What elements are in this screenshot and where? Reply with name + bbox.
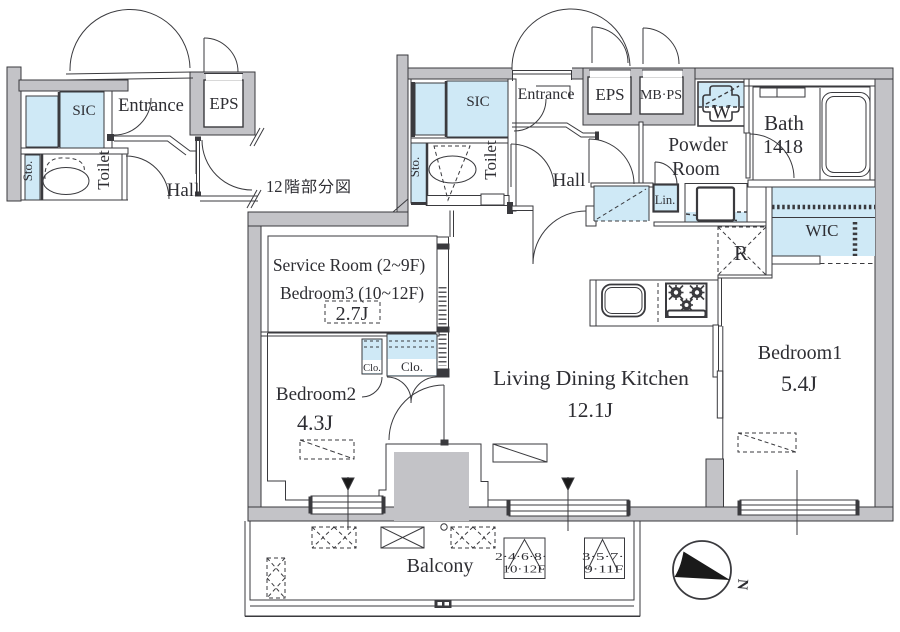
svg-text:Balcony: Balcony bbox=[407, 555, 474, 577]
svg-text:1418: 1418 bbox=[763, 136, 803, 158]
svg-text:5.4J: 5.4J bbox=[781, 371, 818, 396]
svg-text:Bedroom2: Bedroom2 bbox=[276, 384, 356, 405]
svg-text:Bedroom1: Bedroom1 bbox=[758, 342, 842, 364]
svg-text:Lin.: Lin. bbox=[655, 193, 675, 207]
svg-text:Powder: Powder bbox=[668, 135, 728, 156]
svg-text:R: R bbox=[734, 241, 748, 265]
svg-text:4.3J: 4.3J bbox=[297, 410, 334, 435]
svg-text:9·11F: 9·11F bbox=[585, 564, 624, 576]
svg-text:12: 12 bbox=[266, 177, 283, 196]
svg-text:3·5·7·: 3·5·7· bbox=[582, 551, 624, 563]
svg-text:Clo.: Clo. bbox=[363, 363, 381, 374]
svg-text:W: W bbox=[712, 101, 731, 123]
svg-text:Living Dining Kitchen: Living Dining Kitchen bbox=[493, 366, 689, 390]
svg-text:Bath: Bath bbox=[764, 111, 804, 135]
svg-text:2·4·6·8·: 2·4·6·8· bbox=[495, 551, 547, 563]
svg-text:SIC: SIC bbox=[72, 103, 95, 119]
svg-text:Clo.: Clo. bbox=[401, 359, 423, 374]
svg-text:Entrance: Entrance bbox=[518, 86, 575, 103]
svg-text:Service Room (2~9F): Service Room (2~9F) bbox=[273, 255, 426, 275]
svg-text:10·12F: 10·12F bbox=[503, 564, 546, 576]
svg-text:Sto.: Sto. bbox=[20, 161, 35, 182]
svg-text:SIC: SIC bbox=[466, 94, 489, 110]
svg-text:Entrance: Entrance bbox=[118, 96, 184, 116]
svg-text:N: N bbox=[734, 578, 751, 590]
svg-text:2.7J: 2.7J bbox=[336, 303, 369, 325]
svg-text:12.1J: 12.1J bbox=[567, 398, 613, 422]
svg-text:Bedroom3 (10~12F): Bedroom3 (10~12F) bbox=[280, 283, 424, 303]
svg-text:WIC: WIC bbox=[805, 221, 838, 240]
svg-text:Room: Room bbox=[672, 159, 720, 180]
svg-text:Hall: Hall bbox=[167, 180, 200, 201]
svg-text:Toilet: Toilet bbox=[94, 150, 113, 190]
svg-text:MB·PS: MB·PS bbox=[640, 88, 682, 103]
svg-text:EPS: EPS bbox=[209, 94, 238, 113]
svg-text:EPS: EPS bbox=[595, 85, 624, 104]
svg-text:Toilet: Toilet bbox=[481, 140, 500, 180]
svg-text:Sto.: Sto. bbox=[407, 157, 422, 178]
svg-text:Hall: Hall bbox=[553, 170, 586, 191]
